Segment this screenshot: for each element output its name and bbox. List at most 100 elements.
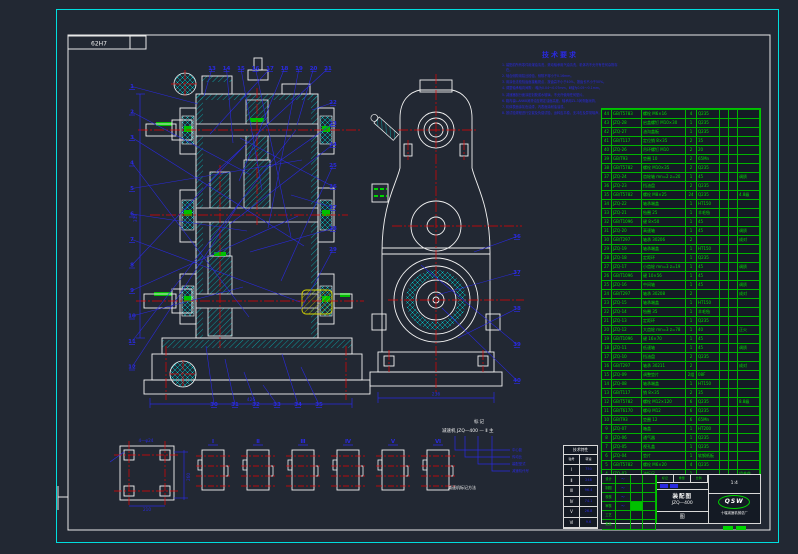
callout-number: 3 [130,135,134,141]
callout-number: 38 [513,306,521,312]
callout-number: 9 [130,288,134,294]
signature-cell [631,502,643,511]
bom-cell [720,200,729,208]
signature-cell: 〜 [616,493,631,502]
bom-cell: 高速轴 [642,227,686,235]
bom-cell: 2 [686,155,697,163]
bom-cell: 1 [686,227,697,235]
bom-cell: HT150 [697,299,720,307]
callout-number: 13 [208,66,216,72]
bom-cell [729,281,738,289]
bom-cell: HT150 [697,245,720,253]
bom-cell: 33 [602,209,612,217]
bom-cell: GB/T93 [612,416,642,424]
svg-text:4—φ24: 4—φ24 [139,438,154,443]
bom-cell: 轴承 30206 [642,236,686,244]
bom-cell: JZQ-19 [612,245,642,253]
bom-cell: 5 [602,461,612,469]
section-label: Ⅴ [391,439,396,445]
signature-label: 审核 [602,502,616,511]
bom-cell: Q235 [697,407,720,415]
bom-cell: 1 [686,434,697,442]
callout-number: 5 [130,186,134,192]
signature-cell [643,493,656,502]
bom-cell [729,173,738,181]
sheet-border [57,34,771,531]
bom-cell: 14 [602,380,612,388]
spec-value: 750 [580,465,598,476]
bom-cell [738,164,760,172]
callout-number: 24 [329,142,337,148]
bom-cell [720,137,729,145]
bom-cell [738,254,760,262]
bom-cell: 键 16×70 [642,335,686,343]
spec-title: 技术特性 [564,446,597,455]
bom-cell: 1 [686,200,697,208]
bom-cell: 45 [697,344,720,352]
bom-cell: GB/T297 [612,236,642,244]
bom-cell: 39 [602,155,612,163]
bom-cell: 1 [686,326,697,334]
marking-title: 标记 [474,420,485,425]
bom-cell [720,317,729,325]
bom-cell: Q235 [697,317,720,325]
bom-cell [738,389,760,397]
shaft-section: Ⅴ [376,439,410,491]
signature-cell [643,520,656,529]
bom-cell: 65Mn [697,416,720,424]
callout-number: 36 [513,234,521,240]
bom-cell: 螺栓 M10×35 [642,164,686,172]
bom-cell: 40 [697,326,720,334]
callout-number: 34 [294,402,302,408]
bom-cell: 41 [602,137,612,145]
shaft-section: Ⅱ [241,439,275,491]
bom-cell: 螺母 M12 [642,407,686,415]
bom-cell: 45 [697,218,720,226]
signature-grid: 设计〜制图〜校核〜审核〜工艺批准 [602,475,657,530]
bom-cell: 羊毛毡 [697,209,720,217]
bom-cell [738,218,760,226]
callout-number: 26 [329,184,337,190]
bom-cell [729,119,738,127]
callout-number: 1 [130,84,134,90]
tech-req-item: 啮合侧隙用铅丝检验，侧隙不得小于0.16mm。 [506,74,622,79]
bom-cell: 轴承端盖 [642,299,686,307]
shaft-section: Ⅵ [421,439,455,491]
bom-cell: 4 [686,110,697,118]
bom-cell: 25 [602,281,612,289]
callout-number: 6 [130,212,134,218]
bom-cell [720,290,729,298]
company-logo: QSW [718,495,751,509]
spec-axis: Ⅴ [564,507,580,518]
bom-cell [729,182,738,190]
bom-cell: 2 [686,146,697,154]
callout-number: 18 [281,66,289,72]
mounting-base-view: 4—φ24 260 210 [109,438,191,512]
bom-cell [720,218,729,226]
bom-cell: Q235 [697,164,720,172]
callout-number: 11 [128,339,136,345]
bom-cell: JZQ-05 [612,443,642,451]
tech-req-item: 机体表面涂灰色油漆，内表面涂耐油油漆。 [506,105,622,110]
spec-axis: Ⅲ [564,486,580,497]
bom-cell: 18 [602,344,612,352]
callout-number: 40 [513,378,521,384]
bom-cell: JZQ-20 [612,227,642,235]
bom-cell: 29 [602,245,612,253]
bom-cell [720,344,729,352]
bom-cell [720,443,729,451]
